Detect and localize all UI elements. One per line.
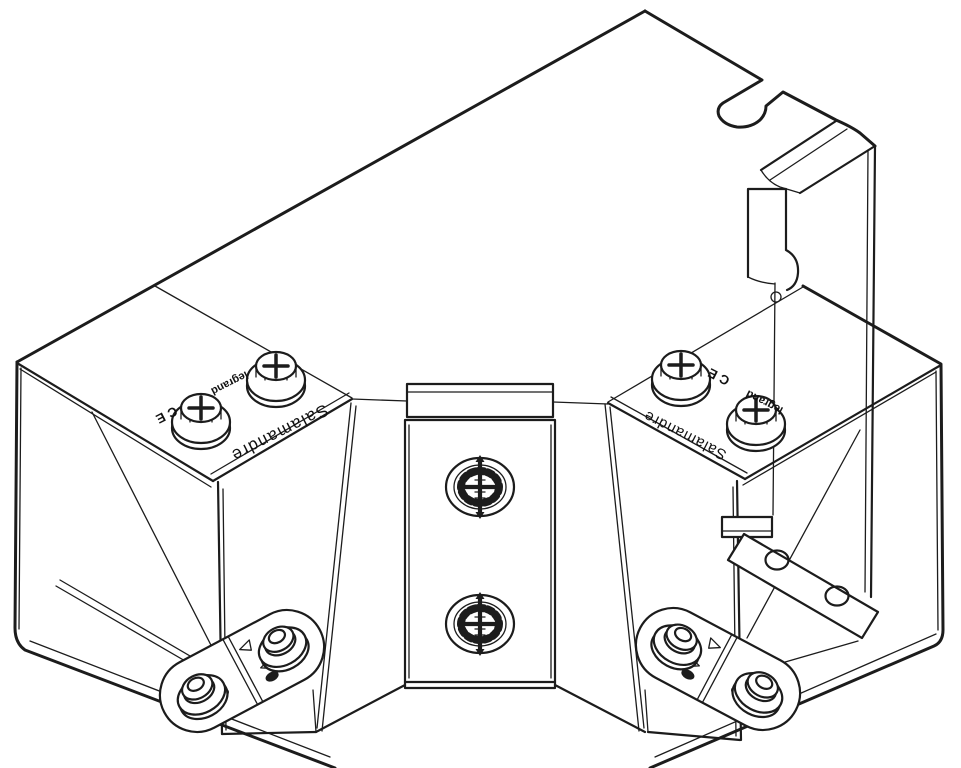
side-tab xyxy=(720,515,774,539)
right-plate-front-fold xyxy=(606,401,747,481)
flange-hole-2 xyxy=(824,585,850,607)
top-cover-plate xyxy=(15,9,877,405)
hex-flange-nut-left-b xyxy=(245,350,307,409)
left-wall-bottom-edge xyxy=(220,730,318,736)
flange-hole-1 xyxy=(764,549,790,571)
center-top-tab xyxy=(405,382,555,419)
left-chamfer-fold xyxy=(316,402,357,732)
left-chamfer-bottom xyxy=(314,683,407,734)
left-opening-top-edge xyxy=(15,361,215,483)
left-interior-edges xyxy=(55,411,217,677)
left-duct xyxy=(13,360,407,768)
left-outer-edge xyxy=(13,360,337,768)
right-duct xyxy=(553,284,945,768)
brand-label-left: Salamandre xyxy=(228,400,332,465)
hex-flange-nut-left-a xyxy=(170,392,232,451)
brand-label-right: Salamandre xyxy=(641,407,730,463)
lid-fold-right xyxy=(607,286,804,403)
hex-flange-nut-right-a xyxy=(650,349,712,408)
left-plate-front-fold xyxy=(211,397,354,483)
lid-right-edge-with-notch xyxy=(643,9,877,148)
right-chamfer-bottom xyxy=(553,683,647,734)
bottom-bracket-right xyxy=(623,595,813,743)
lid-edge-behind-tab xyxy=(351,398,609,405)
wall-fold-band xyxy=(759,119,877,195)
wall-right-edge xyxy=(869,144,877,599)
right-opening-top-edge xyxy=(743,363,943,481)
center-section xyxy=(403,382,557,690)
lid-left-edge xyxy=(15,9,647,364)
drilled-flange xyxy=(726,532,880,640)
wall-hem-tab xyxy=(746,187,800,292)
right-wall-bottom-edge xyxy=(646,730,742,742)
maker-label-left: legrand xyxy=(209,368,250,397)
wall-hole xyxy=(770,291,782,303)
right-chamfer-fold xyxy=(604,403,645,732)
right-outer-edge xyxy=(648,284,945,768)
lid-fold-left xyxy=(154,285,353,399)
branch-wall xyxy=(720,119,880,640)
